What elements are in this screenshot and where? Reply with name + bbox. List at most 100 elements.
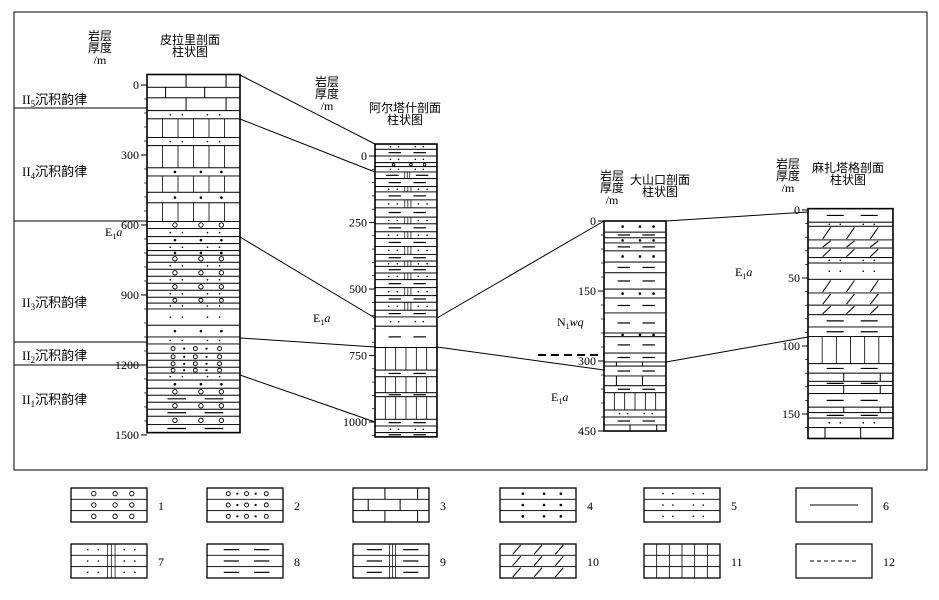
sand-mark [218, 339, 221, 342]
bed-rect [807, 363, 894, 374]
rhythm-label-sub: 1 [31, 399, 36, 409]
sand-mark [414, 168, 417, 171]
bed [374, 279, 438, 289]
sand-mark [169, 316, 172, 318]
correlation-line [239, 236, 376, 319]
bed-rect [374, 279, 438, 289]
marl-slash [869, 280, 879, 293]
marl-slash [822, 305, 832, 315]
rhythm-label-text: 沉积韵律 [35, 348, 87, 363]
tick-label: 300 [121, 148, 139, 162]
sand-mark [426, 188, 428, 191]
conglomerate-mark [112, 502, 118, 508]
formation-sub: 1 [742, 272, 746, 281]
sand-mark [672, 515, 674, 518]
bed [807, 336, 894, 365]
bed-rect [374, 295, 438, 303]
sand-mark [123, 571, 125, 574]
bed [374, 223, 438, 233]
bed [146, 202, 241, 222]
sand-mark [206, 246, 209, 248]
formation-sub: 1 [320, 318, 324, 327]
bed [807, 257, 894, 264]
formation-sub: 1 [566, 322, 570, 331]
conglomerate-mark [112, 491, 118, 497]
bed-rect [374, 191, 438, 201]
bed [807, 384, 894, 395]
bed [374, 309, 438, 318]
sand-mark [426, 203, 428, 205]
bed [603, 237, 667, 244]
legend-label: 2 [294, 499, 300, 513]
rhythm-label-main: II [22, 392, 31, 407]
sand-mark [396, 203, 399, 205]
bed-rect [374, 425, 438, 434]
legend-label: 4 [587, 499, 593, 513]
legend-label: 9 [440, 555, 446, 569]
marl-slash [869, 240, 879, 248]
formation-main: E [551, 390, 558, 404]
conglomerate-mark [218, 222, 225, 228]
bed [603, 250, 667, 263]
rhythm-label-main: II [22, 164, 31, 179]
bed [603, 220, 667, 233]
sand-mark [206, 231, 209, 234]
conglomerate-mark [217, 346, 222, 352]
bed [807, 208, 894, 223]
sand-mark [397, 168, 400, 171]
bed [146, 243, 241, 252]
bed-rect [807, 221, 894, 227]
marl-slash [846, 227, 855, 240]
bed-rect [603, 250, 667, 263]
conglomerate-mark [244, 513, 249, 519]
bed-rect [603, 231, 667, 239]
sand-mark [181, 316, 184, 318]
bed-rect [603, 242, 667, 252]
gravel-mark [183, 369, 186, 372]
marl-slash [846, 280, 855, 293]
bed [807, 304, 894, 316]
sand-mark [426, 249, 428, 252]
conglomerate-mark [198, 284, 204, 290]
sand-mark [387, 188, 390, 191]
conglomerate-mark [170, 354, 176, 360]
formation-italic: wq [570, 315, 584, 329]
sand-mark [169, 339, 172, 342]
gravel-mark [173, 170, 177, 174]
bed [146, 110, 241, 120]
bed-rect [807, 380, 894, 386]
sand-mark [206, 140, 209, 143]
legend-box [795, 543, 873, 579]
sand-mark [396, 249, 399, 252]
axis-label: 厚度 [88, 40, 112, 55]
bed-rect [603, 361, 667, 367]
legend-row [70, 498, 148, 512]
tick-label: 600 [121, 218, 139, 232]
bed-rect [374, 162, 438, 168]
gravel-mark [621, 255, 624, 258]
sand-mark [397, 158, 400, 161]
sand-mark [417, 305, 420, 308]
bed-rect [603, 220, 667, 233]
correlation-line [436, 220, 605, 319]
sand-mark [206, 305, 209, 307]
rhythm-label-text: 沉积韵律 [35, 392, 87, 407]
gravel-mark [638, 239, 642, 242]
conglomerate-mark [198, 222, 204, 228]
conglomerate-mark [192, 354, 198, 360]
formation-main: N [557, 315, 566, 329]
gravel-mark [621, 239, 624, 242]
sand-mark [134, 548, 136, 551]
bed [374, 301, 438, 311]
conglomerate-mark [218, 256, 225, 262]
axis-label: 厚度 [600, 180, 624, 195]
correlation-line [436, 346, 605, 371]
gravel-mark [183, 362, 186, 365]
formation-label: E1a [105, 225, 122, 241]
gravel-mark [199, 238, 203, 242]
bed [146, 372, 241, 381]
bed-rect [146, 296, 241, 304]
bed-rect [146, 282, 241, 291]
gravel-mark [199, 170, 203, 174]
